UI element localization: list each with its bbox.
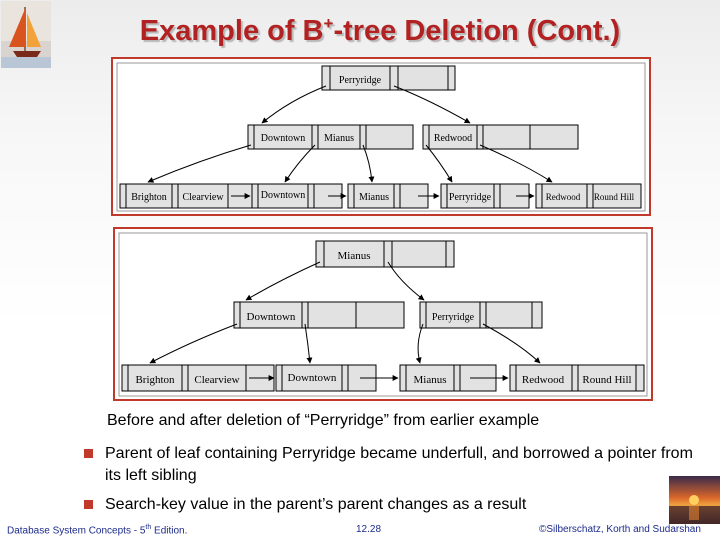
after-leaf-1: Brighton Clearview — [121, 364, 275, 392]
sailboat-logo-icon — [1, 1, 51, 68]
figure-caption: Before and after deletion of “Perryridge… — [107, 412, 540, 429]
before-root-key: Perryridge — [339, 75, 382, 86]
svg-text:Mianus: Mianus — [359, 192, 389, 203]
bullet-square-icon — [84, 500, 93, 509]
svg-text:Downtown: Downtown — [261, 133, 305, 144]
before-internal-right-node: Redwood — [422, 124, 579, 150]
svg-text:Redwood: Redwood — [434, 133, 472, 144]
svg-text:Perryridge: Perryridge — [449, 192, 492, 203]
bullet-square-icon — [84, 449, 93, 458]
footer-copyright: ©Silberschatz, Korth and Sudarshan — [539, 524, 701, 535]
svg-text:Round Hill: Round Hill — [594, 192, 635, 202]
svg-text:Round Hill: Round Hill — [582, 374, 631, 386]
svg-text:Mianus: Mianus — [324, 133, 354, 144]
after-leaf-2: Downtown — [275, 364, 377, 392]
before-pointers — [147, 85, 553, 199]
slide-title: Example of B+-tree Deletion (Cont.) — [139, 14, 621, 47]
footer-book-title: Database System Concepts - 5th Edition. — [7, 524, 188, 537]
before-root-node: Perryridge — [321, 65, 456, 91]
after-tree: Mianus Downtown Perryridge Br — [113, 227, 653, 401]
svg-text:Clearview: Clearview — [194, 374, 239, 386]
after-root-node: Mianus — [315, 240, 455, 268]
svg-text:Redwood: Redwood — [522, 374, 565, 386]
svg-text:Clearview: Clearview — [182, 192, 224, 203]
after-internal-left-node: Downtown — [233, 301, 405, 329]
svg-text:Brighton: Brighton — [135, 374, 175, 386]
svg-text:Perryridge: Perryridge — [432, 312, 475, 323]
before-leaf-3: Mianus — [347, 183, 429, 209]
svg-text:Downtown: Downtown — [288, 372, 337, 384]
svg-text:Mianus: Mianus — [414, 374, 447, 386]
svg-text:Downtown: Downtown — [261, 190, 305, 201]
before-internal-left-node: Downtown Mianus — [247, 124, 414, 150]
before-tree: Perryridge Downtown Mianus Redwood — [111, 57, 651, 216]
before-leaf-2: Downtown — [251, 183, 343, 209]
after-pointers — [149, 261, 541, 381]
svg-text:Brighton: Brighton — [131, 192, 167, 203]
before-leaf-5: Redwood Round Hill — [535, 183, 642, 209]
footer-page-number: 12.28 — [356, 524, 382, 535]
after-leaf-4: Redwood Round Hill — [509, 364, 645, 392]
before-leaf-4: Perryridge — [440, 183, 530, 209]
svg-text:Redwood: Redwood — [546, 192, 581, 202]
svg-text:Downtown: Downtown — [247, 311, 296, 323]
after-internal-right-node: Perryridge — [419, 301, 543, 329]
sunset-image-icon — [669, 476, 720, 524]
svg-text:Mianus: Mianus — [338, 250, 371, 262]
